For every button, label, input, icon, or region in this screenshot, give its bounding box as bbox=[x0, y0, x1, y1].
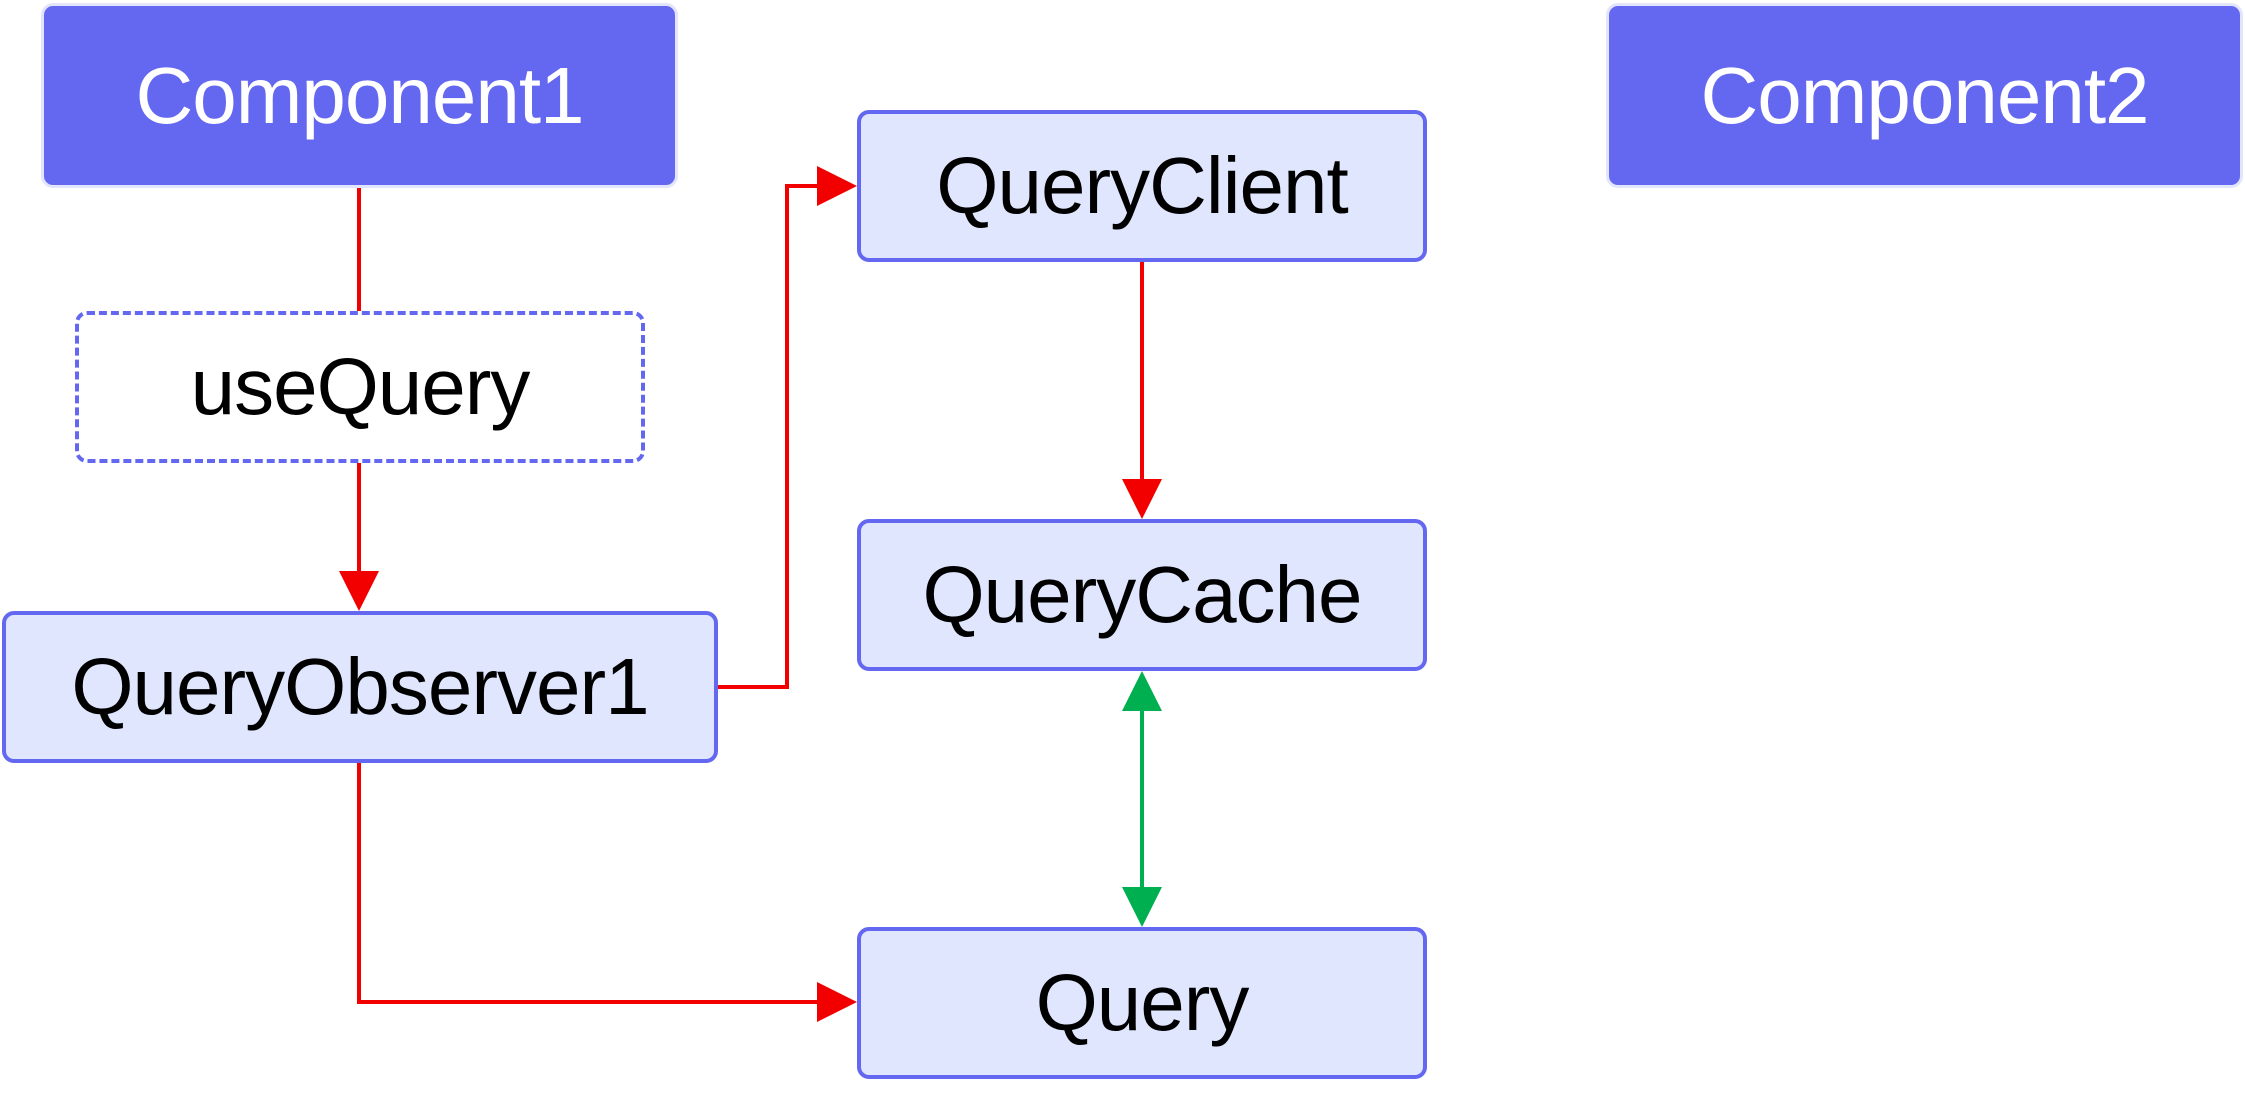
queryobserver-label: QueryObserver1 bbox=[71, 642, 649, 731]
query-node: Query bbox=[857, 927, 1427, 1079]
edge-queryobserver-query bbox=[357, 763, 857, 1022]
querycache-label: QueryCache bbox=[922, 550, 1362, 639]
component1-node: Component1 bbox=[41, 3, 678, 188]
queryclient-label: QueryClient bbox=[936, 141, 1348, 230]
edge-queryobserver-queryclient bbox=[718, 166, 857, 689]
querycache-node: QueryCache bbox=[857, 519, 1427, 671]
query-label: Query bbox=[1035, 958, 1250, 1047]
component2-node: Component2 bbox=[1606, 3, 2243, 188]
component1-label: Component1 bbox=[135, 50, 584, 140]
component2-label: Component2 bbox=[1700, 50, 2149, 140]
queryobserver-node: QueryObserver1 bbox=[2, 611, 718, 763]
usequery-label: useQuery bbox=[190, 342, 531, 431]
queryclient-node: QueryClient bbox=[857, 110, 1427, 262]
usequery-node: useQuery bbox=[75, 311, 645, 463]
